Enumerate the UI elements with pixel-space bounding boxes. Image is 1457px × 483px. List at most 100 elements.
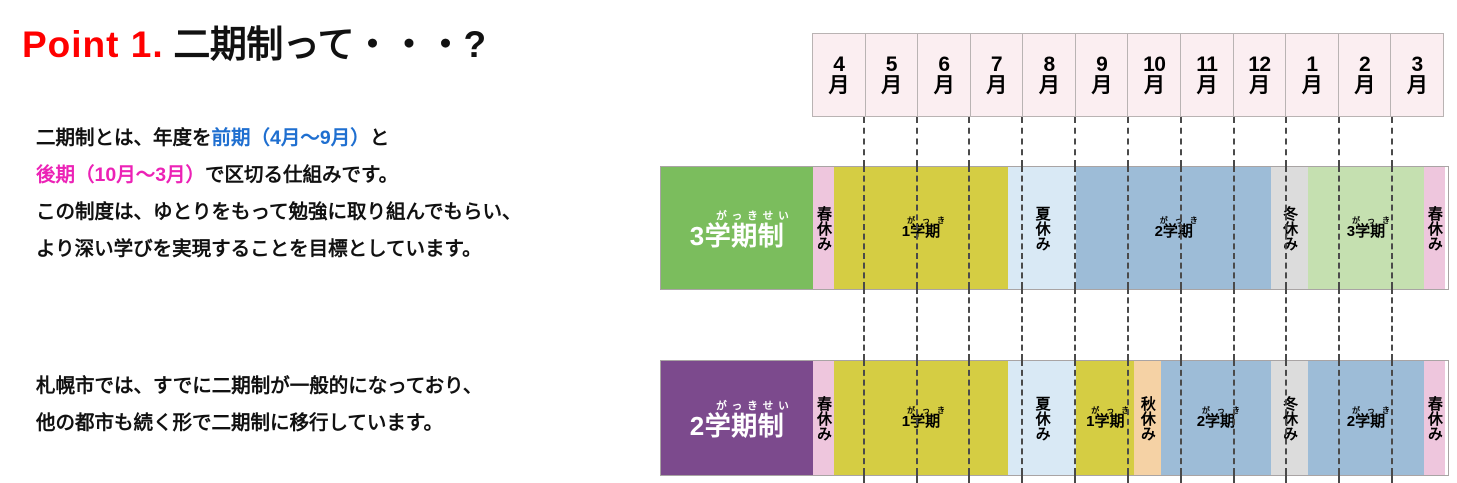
calendar-segment-summer-break: 夏休み bbox=[1007, 167, 1077, 289]
month-gridline bbox=[812, 117, 865, 166]
row-label-ruby: がっきせい bbox=[716, 400, 794, 413]
segment-ruby: がっき bbox=[1351, 216, 1397, 225]
calendar-segment-winter-break: 冬休み bbox=[1271, 361, 1309, 475]
month-number: 1 bbox=[1306, 52, 1318, 76]
row-label-main: 3学期制 bbox=[689, 220, 785, 251]
month-number: 8 bbox=[1043, 52, 1056, 76]
month-kanji: 月 bbox=[1249, 74, 1270, 97]
text-run: 他の都市も続く形で二期制に移行しています。 bbox=[36, 412, 443, 434]
segment-label: 冬休み bbox=[1281, 395, 1299, 441]
segment-main: 1学期 bbox=[1086, 413, 1125, 430]
text-run: より深い学びを実現することを目標としています。 bbox=[36, 238, 482, 260]
month-kanji: 月 bbox=[1406, 74, 1428, 97]
month-gridline bbox=[1023, 117, 1077, 166]
month-number: 7 bbox=[990, 52, 1003, 76]
month-number: 10 bbox=[1143, 52, 1166, 76]
month-gridline bbox=[1182, 288, 1235, 360]
month-gridline bbox=[865, 117, 918, 166]
segment-ruby: がっき bbox=[1091, 406, 1135, 415]
row-label-ruby: がっきせい bbox=[716, 210, 794, 223]
month-number: 6 bbox=[938, 52, 950, 76]
month-kanji: 月 bbox=[986, 74, 1007, 97]
text-column: Point 1. 二期制って・・・? 二期制とは、年度を前期（4月～9月）と後期… bbox=[0, 0, 660, 483]
month-gridline bbox=[1076, 288, 1129, 360]
month-gridline bbox=[812, 288, 865, 360]
segment-main: 3学期 bbox=[1346, 223, 1386, 240]
month-gridline bbox=[1235, 117, 1288, 166]
month-kanji: 月 bbox=[881, 74, 902, 97]
text-run: 札幌市では、すでに二期制が一般的になっており、 bbox=[36, 375, 483, 397]
month-number: 9 bbox=[1096, 52, 1108, 76]
month-gridline bbox=[1287, 288, 1341, 360]
segment-main: 2学期 bbox=[1196, 413, 1236, 430]
segment-ruby: がっき bbox=[1201, 406, 1247, 415]
paragraph-line: 後期（10月～3月）で区切る仕組みです。 bbox=[36, 157, 522, 194]
segment-label: 春休み bbox=[1425, 205, 1443, 251]
paragraph-line: 他の都市も続く形で二期制に移行しています。 bbox=[36, 405, 482, 442]
calendar-segment-autumn-break: 秋休み bbox=[1134, 361, 1161, 475]
calendar-segment-spring-break: 春休み bbox=[813, 361, 835, 475]
paragraph-line: 札幌市では、すでに二期制が一般的になっており、 bbox=[36, 368, 482, 405]
month-number: 4 bbox=[833, 52, 845, 76]
month-gridline bbox=[1340, 117, 1394, 166]
month-number: 12 bbox=[1248, 52, 1271, 76]
month-gridline bbox=[1287, 117, 1341, 166]
month-gridline bbox=[918, 117, 971, 166]
month-gridline bbox=[1340, 288, 1394, 360]
segment-label: 春休み bbox=[815, 205, 833, 251]
segment-label: 春休み bbox=[815, 395, 833, 441]
segment-ruby: がっき bbox=[906, 406, 952, 415]
month-kanji: 月 bbox=[1091, 74, 1112, 97]
segment-ruby: がっき bbox=[906, 216, 952, 225]
month-gridline bbox=[1235, 288, 1288, 360]
month-gridline bbox=[1076, 117, 1129, 166]
page-title: Point 1. 二期制って・・・? bbox=[22, 24, 486, 65]
calendar-segment-spring-break-end: 春休み bbox=[1423, 167, 1445, 289]
text-run: で区切る仕組みです。 bbox=[205, 164, 399, 186]
calendar-segment-summer-break: 夏休み bbox=[1007, 361, 1077, 475]
month-gridline bbox=[1129, 288, 1182, 360]
segment-ruby: がっき bbox=[1159, 216, 1205, 225]
month-number: 3 bbox=[1411, 52, 1424, 76]
month-gridlines-middle bbox=[812, 288, 1444, 360]
month-gridline bbox=[1129, 117, 1182, 166]
month-gridline bbox=[970, 288, 1024, 360]
headline-prefix: Point 1. bbox=[22, 24, 164, 65]
segment-label: 夏休み bbox=[1033, 205, 1051, 251]
month-gridline bbox=[1023, 288, 1077, 360]
segment-label: 秋休み bbox=[1138, 395, 1156, 441]
segment-main: 2学期 bbox=[1346, 413, 1386, 430]
calendar-segment-spring-break: 春休み bbox=[813, 167, 835, 289]
month-kanji: 月 bbox=[1196, 74, 1218, 97]
segment-label: 冬休み bbox=[1281, 205, 1299, 251]
calendar-segment-spring-break-end: 春休み bbox=[1423, 361, 1445, 475]
month-kanji: 月 bbox=[828, 74, 850, 97]
month-gridline bbox=[1182, 117, 1235, 166]
segment-label: 夏休み bbox=[1033, 395, 1051, 441]
month-number: 5 bbox=[885, 52, 898, 76]
